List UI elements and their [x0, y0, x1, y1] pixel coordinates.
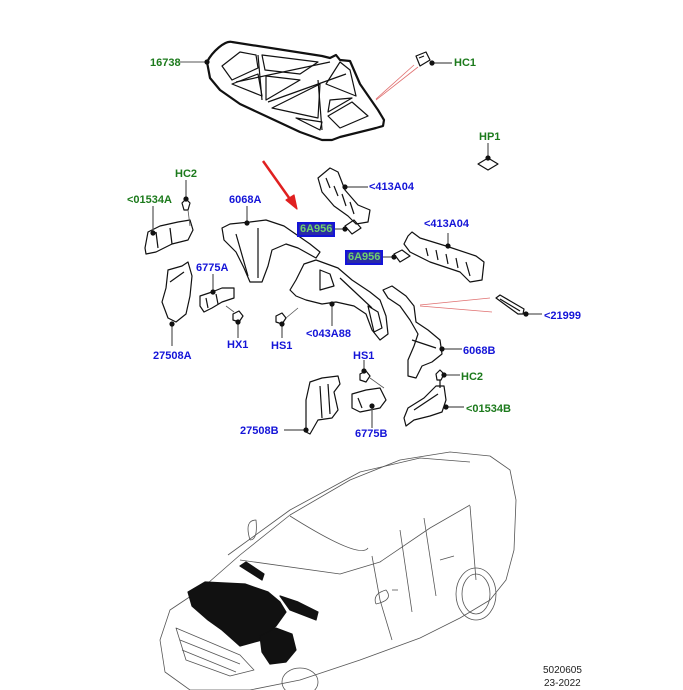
label-hc1[interactable]: HC1 [454, 57, 477, 69]
seal-6A956-lower[interactable] [393, 249, 411, 263]
bracket-6775A[interactable] [199, 287, 235, 313]
label-16738[interactable]: 16738 [150, 57, 181, 69]
label-6068B[interactable]: 6068B [463, 345, 496, 357]
label-hp1[interactable]: HP1 [479, 131, 501, 143]
label-01534B[interactable]: <01534B [466, 403, 511, 415]
vehicle-highlighted-parts [187, 561, 319, 665]
cowl-panel-413A04-left[interactable] [317, 167, 371, 225]
hood-insulator-16738[interactable] [205, 40, 386, 142]
label-hc2-right[interactable]: HC2 [461, 371, 484, 383]
illustration-date: 23-2022 [544, 678, 581, 689]
pad-hp1[interactable] [477, 157, 499, 171]
strip-21999[interactable] [495, 294, 525, 315]
illustration-code: 5020605 [543, 665, 582, 676]
bracket-01534A[interactable] [144, 219, 194, 255]
vehicle-locator-illustration [159, 451, 517, 690]
label-hs1-right[interactable]: HS1 [353, 350, 375, 362]
panel-043A88[interactable] [289, 259, 389, 341]
label-6A956-lower-highlighted[interactable]: 6A956 [345, 250, 384, 265]
seal-6A956-upper[interactable] [344, 219, 362, 235]
label-21999[interactable]: <21999 [544, 310, 582, 322]
shield-27508A[interactable] [161, 261, 193, 323]
label-hx1[interactable]: HX1 [227, 339, 249, 351]
label-6A956-upper-highlighted[interactable]: 6A956 [297, 222, 336, 237]
label-413A04-right[interactable]: <413A04 [424, 218, 469, 230]
bracket-01534B[interactable] [403, 380, 447, 427]
panel-6068A[interactable] [221, 219, 321, 283]
label-6775B[interactable]: 6775B [355, 428, 388, 440]
bracket-6775B[interactable] [351, 387, 387, 413]
label-27508A[interactable]: 27508A [153, 350, 192, 362]
label-hs1-center[interactable]: HS1 [271, 340, 293, 352]
pointer-arrow [261, 160, 298, 210]
screw-hx1[interactable] [232, 310, 244, 323]
label-01534A[interactable]: <01534A [127, 194, 172, 206]
shield-27508B[interactable] [305, 375, 341, 435]
label-hc2-left[interactable]: HC2 [175, 168, 198, 180]
clip-hc1[interactable] [415, 51, 431, 67]
screw-hs1-center[interactable] [275, 312, 287, 325]
cowl-panel-413A04-right[interactable] [403, 231, 485, 283]
label-6775A[interactable]: 6775A [196, 262, 229, 274]
label-413A04-left[interactable]: <413A04 [369, 181, 414, 193]
panel-6068B[interactable] [382, 285, 443, 379]
label-27508B[interactable]: 27508B [240, 425, 279, 437]
label-043A88[interactable]: <043A88 [306, 328, 351, 340]
label-6068A[interactable]: 6068A [229, 194, 262, 206]
